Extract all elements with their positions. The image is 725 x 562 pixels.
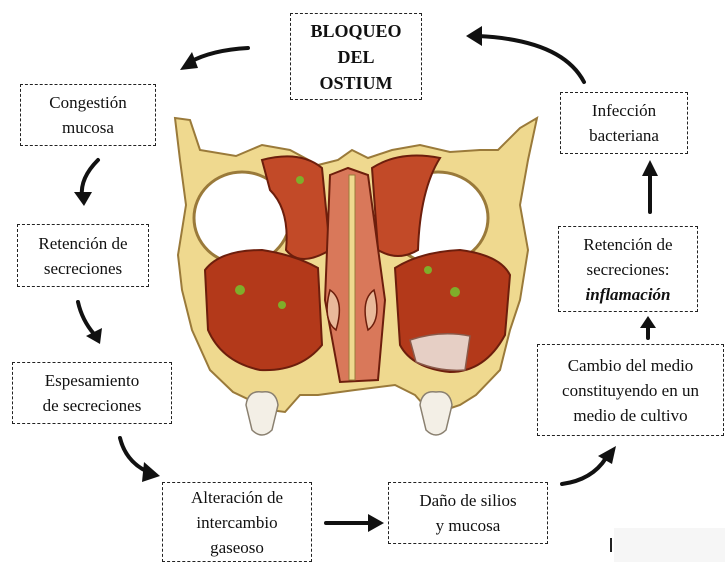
ostium-line-1: BLOQUEO	[310, 18, 401, 44]
bacterial-infection-box: Infección bacteriana	[560, 92, 688, 154]
arrowhead-icon	[142, 462, 160, 482]
medium-line-3: medio de cultivo	[573, 403, 687, 428]
medium-line-1: Cambio del medio	[568, 353, 694, 378]
secretion-retention-box: Retención de secreciones	[17, 224, 149, 287]
pus-spot	[278, 301, 286, 309]
left-maxillary-sinus	[205, 250, 322, 370]
gas-line-2: intercambio	[196, 510, 277, 535]
secretion-thickening-box: Espesamiento de secreciones	[12, 362, 172, 424]
ostium-line-2: DEL	[337, 44, 374, 70]
medium-line-2: constituyendo en un	[562, 378, 699, 403]
ostium-line-3: OSTIUM	[319, 70, 392, 96]
arrowhead-icon	[466, 26, 482, 46]
gas-exchange-box: Alteración de intercambio gaseoso	[162, 482, 312, 562]
right-tooth	[420, 392, 452, 435]
arrow-congestion-to-retention	[82, 160, 98, 196]
arrowhead-icon	[86, 328, 102, 344]
gas-line-1: Alteración de	[191, 485, 283, 510]
retention-line-1: Retención de	[38, 231, 127, 256]
arrow-infection-to-ostium	[478, 36, 584, 82]
nasal-septum	[349, 175, 355, 380]
cilia-damage-box: Daño de silios y mucosa	[388, 482, 548, 544]
gas-line-3: gaseoso	[210, 535, 264, 560]
corner-tick-mark	[610, 538, 612, 552]
arrowhead-icon	[180, 52, 198, 70]
cilia-line-1: Daño de silios	[419, 488, 516, 513]
arrowhead-icon	[74, 192, 92, 206]
thickening-line-1: Espesamiento	[45, 368, 139, 393]
infection-line-1: Infección	[592, 98, 656, 123]
inflammation-line-2: secreciones:	[586, 257, 669, 282]
cilia-line-2: y mucosa	[436, 513, 501, 538]
arrowhead-icon	[368, 514, 384, 532]
inflammation-box: Retención de secreciones: inflamación	[558, 226, 698, 312]
arrowhead-icon	[640, 316, 656, 328]
culture-medium-box: Cambio del medio constituyendo en un med…	[537, 344, 724, 436]
pus-spot	[424, 266, 432, 274]
pus-spot	[235, 285, 245, 295]
arrowhead-icon	[598, 446, 616, 464]
congestion-box: Congestión mucosa	[20, 84, 156, 146]
arrow-damage-to-medium	[562, 458, 606, 484]
left-tooth	[246, 392, 278, 435]
congestion-line-1: Congestión	[49, 90, 126, 115]
arrow-retention-to-thickening	[78, 302, 94, 334]
thickening-line-2: de secreciones	[43, 393, 142, 418]
pus-spot	[450, 287, 460, 297]
arrow-ostium-to-congestion	[190, 48, 248, 62]
ostium-blockage-box: BLOQUEO DEL OSTIUM	[290, 13, 422, 100]
inflammation-line-3: inflamación	[585, 282, 670, 307]
infection-line-2: bacteriana	[589, 123, 659, 148]
congestion-line-2: mucosa	[62, 115, 114, 140]
pus-spot	[296, 176, 304, 184]
corner-artifact	[614, 528, 725, 562]
inflammation-line-1: Retención de	[583, 232, 672, 257]
retention-line-2: secreciones	[44, 256, 122, 281]
arrowhead-icon	[642, 160, 658, 176]
